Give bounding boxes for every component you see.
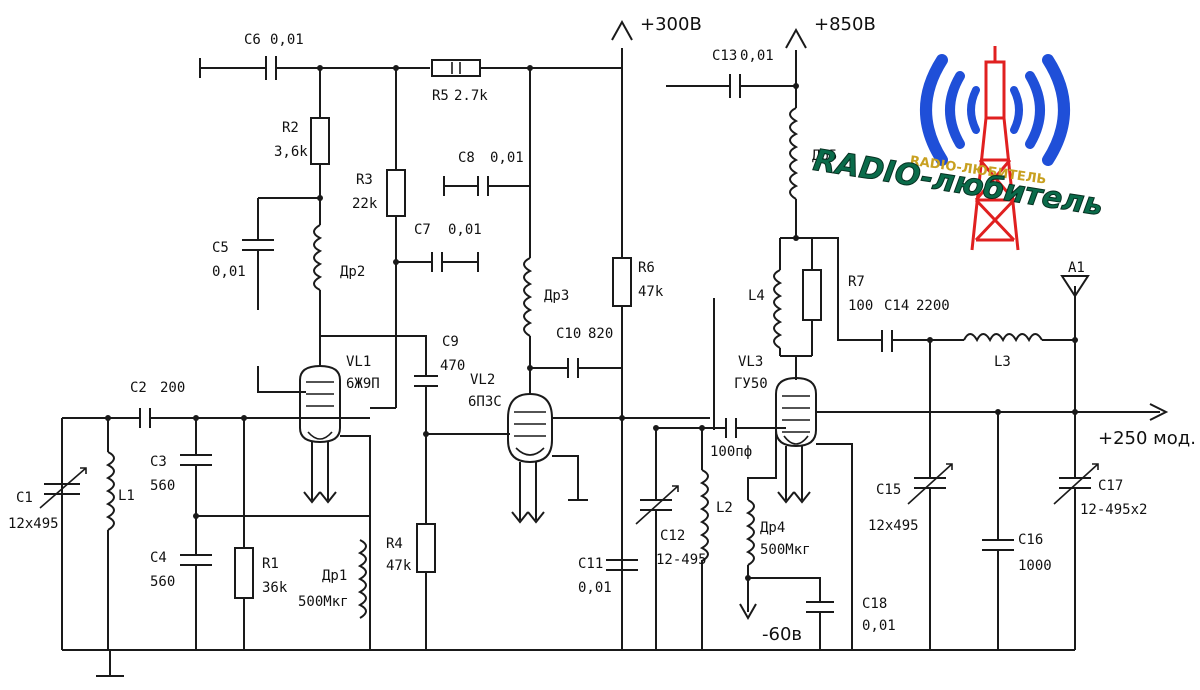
label-r1-value: 36k [262,580,288,596]
label-l4: L4 [748,288,765,304]
label-v250: +250 мод. [1098,428,1196,449]
label-c16-name: C16 [1018,532,1043,548]
label-c1-value: 12x495 [8,516,59,532]
label-c15-value: 12x495 [868,518,919,534]
label-dr3: Др3 [544,288,569,304]
label-r6-name: R6 [638,260,655,276]
label-c8-value: 0,01 [490,150,524,166]
label-v850: +850В [814,14,876,35]
label-c9-value: 470 [440,358,465,374]
label-a1: A1 [1068,260,1085,276]
ground-bus [62,649,1075,677]
label-c8-name: C8 [458,150,475,166]
radio-lyubitel-logo: RADIO-ЛЮБИТЕЛЬ RADIO-любитель [810,46,1106,251]
label-r5-value: 2.7k [454,88,488,104]
label-r2-name: R2 [282,120,299,136]
label-dr4-value: 500Мкг [760,542,811,558]
label-l1: L1 [118,488,135,504]
label-r4-value: 47k [386,558,412,574]
label-c14-name: C14 [884,298,909,314]
label-c12-value: 12-495 [656,552,707,568]
label-c7-name: C7 [414,222,431,238]
label-r3-value: 22k [352,196,378,212]
label-c2-name: C2 [130,380,147,396]
label-c10-value: 820 [588,326,613,342]
label-vl1-name: VL1 [346,354,371,370]
label-dr4-name: Др4 [760,520,785,536]
junction-dots [105,65,1078,581]
vl2-stage [431,59,622,524]
label-vl3-name: VL3 [738,354,763,370]
label-c11-value: 0,01 [578,580,612,596]
label-r7-value: 100 [848,298,873,314]
label-dr1-value: 500Мкг [298,594,349,610]
label-c10-name: C10 [556,326,581,342]
label-c18-name: C18 [862,596,887,612]
label-c3-value: 560 [150,478,175,494]
label-vl3-type: ГУ50 [734,376,768,392]
label-c12-name: C12 [660,528,685,544]
label-vl2-name: VL2 [470,372,495,388]
label-vl1-type: 6Ж9П [346,376,380,392]
label-c4-name: C4 [150,550,167,566]
label-c15-name: C15 [876,482,901,498]
label-c17-value: 12-495x2 [1080,502,1147,518]
label-r6-value: 47k [638,284,664,300]
label-c11-name: C11 [578,556,603,572]
vl1-stage [199,56,510,650]
label-c16-value: 1000 [1018,558,1052,574]
label-v300: +300В [640,14,702,35]
label-r3-name: R3 [356,172,373,188]
label-r1-name: R1 [262,556,279,572]
label-c4-value: 560 [150,574,175,590]
label-c7-value: 0,01 [448,222,482,238]
label-c2-value: 200 [160,380,185,396]
label-vneg: -60в [762,624,802,645]
input-tank [39,408,370,650]
label-l3: L3 [994,354,1011,370]
label-cg-value: 100пф [710,444,752,460]
logo-main-text: RADIO-любитель [811,143,1106,223]
label-c6-value: 0,01 [270,32,304,48]
label-c13-value: 0,01 [740,48,774,64]
label-r5-name: R5 [432,88,449,104]
label-c18-value: 0,01 [862,618,896,634]
label-c13-name: C13 [712,48,737,64]
label-c6-name: C6 [244,32,261,48]
label-c1-name: C1 [16,490,33,506]
label-c17-name: C17 [1098,478,1123,494]
label-dr1-name: Др1 [322,568,347,584]
label-r2-value: 3,6k [274,144,308,160]
mid-network [600,19,786,650]
label-c5-name: C5 [212,240,229,256]
label-dr2: Др2 [340,264,365,280]
label-c3-name: C3 [150,454,167,470]
label-r4-name: R4 [386,536,403,552]
label-c14-value: 2200 [916,298,950,314]
label-r7-name: R7 [848,274,865,290]
labels: +300В +850В +250 мод. -60в C6 0,01 R2 3,… [8,14,1196,645]
label-c9-name: C9 [442,334,459,350]
label-c5-value: 0,01 [212,264,246,280]
label-l2: L2 [716,500,733,516]
vl3-stage [666,27,1169,650]
label-vl2-type: 6П3С [468,394,502,410]
label-dr5: Др5 [812,148,837,164]
